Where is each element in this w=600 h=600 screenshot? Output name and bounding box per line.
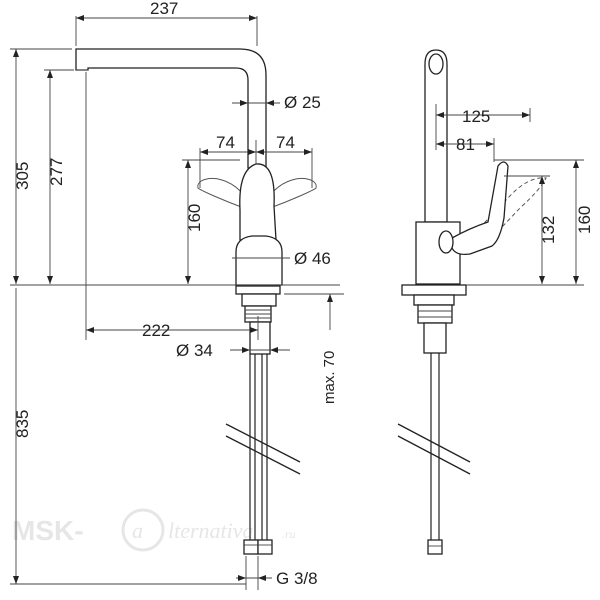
side-dimension-lines	[435, 104, 584, 286]
dim-thread-g38: G 3/8	[276, 569, 318, 588]
dim-835: 835	[13, 410, 32, 438]
watermark-brand: MSK-	[12, 515, 84, 546]
front-base-plate	[235, 285, 281, 295]
front-view	[75, 48, 317, 555]
watermark-suffix: .ru	[282, 527, 296, 541]
side-dimension-labels: 125 81 132 160	[456, 107, 594, 244]
front-base-nut	[241, 293, 277, 307]
dim-diameter-25: Ø 25	[284, 93, 321, 112]
side-base-nut	[413, 294, 455, 306]
dim-diameter-46: Ø 46	[294, 249, 331, 268]
dim-125: 125	[462, 107, 490, 126]
arrowheads	[13, 15, 579, 584]
dim-74-right: 74	[276, 133, 295, 152]
dim-81: 81	[456, 135, 475, 154]
watermark: MSK- a lternativa .ru	[12, 508, 296, 552]
front-handle-body	[239, 163, 277, 241]
side-body	[415, 221, 461, 285]
front-shank	[249, 321, 271, 355]
svg-text:a: a	[132, 518, 143, 543]
side-break-mark	[397, 423, 471, 475]
dim-132: 132	[539, 216, 558, 244]
side-spout-tip	[428, 53, 444, 75]
dim-74-left: 74	[216, 133, 235, 152]
side-lever	[451, 161, 509, 256]
dim-305: 305	[13, 162, 32, 190]
dim-237: 237	[150, 0, 178, 18]
side-shank-thread	[417, 304, 453, 324]
front-spout	[75, 48, 267, 169]
front-base-body	[235, 235, 283, 286]
dim-160-side: 160	[575, 206, 594, 234]
dim-222: 222	[142, 321, 170, 340]
front-break-mark	[225, 423, 301, 475]
front-dimension-labels: 237 305 277 Ø 25 74 74 160 Ø 46 222 Ø 34…	[13, 0, 338, 588]
dim-277: 277	[47, 158, 66, 186]
dim-max-70: max. 70	[321, 351, 338, 404]
front-hoses	[243, 354, 273, 555]
side-base-plate	[401, 284, 467, 296]
side-shank	[423, 322, 447, 354]
side-cartridge	[438, 230, 454, 254]
dim-diameter-34: Ø 34	[176, 341, 213, 360]
dim-160-front: 160	[185, 204, 204, 232]
watermark-at-logo: a	[121, 508, 165, 552]
side-hose	[427, 353, 443, 555]
watermark-script: lternativa	[168, 518, 254, 543]
